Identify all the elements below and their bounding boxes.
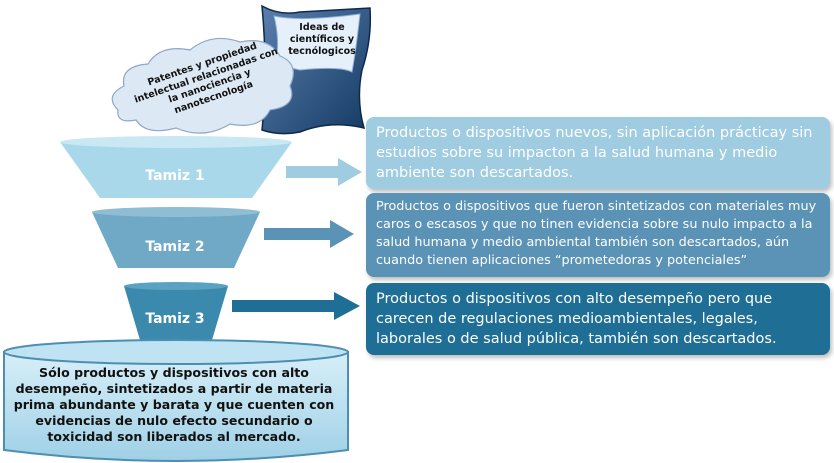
discard-box-2: Productos o dispositivos que fueron sint… (366, 193, 830, 277)
tamiz-1-label: Tamiz 1 (145, 168, 205, 184)
tamiz-3-label: Tamiz 3 (145, 311, 205, 327)
funnel-stage-3 (124, 282, 228, 340)
funnel-stage-2 (92, 207, 260, 268)
result-cylinder (3, 339, 349, 462)
tamiz-2-label: Tamiz 2 (145, 239, 205, 255)
patents-cloud (111, 37, 294, 134)
result-text: Sólo productos y dispositivos con alto d… (13, 365, 335, 444)
arrow-stage-3 (232, 292, 360, 320)
ideas-label: Ideas de científicos y tecnólogicos (288, 22, 356, 57)
discard-box-3: Productos o dispositivos con alto desemp… (366, 283, 830, 355)
discard-box-1: Productos o dispositivos nuevos, sin apl… (366, 117, 830, 189)
arrow-stage-2 (264, 220, 354, 248)
funnel-stage-1 (60, 136, 292, 198)
arrow-stage-1 (286, 158, 362, 186)
